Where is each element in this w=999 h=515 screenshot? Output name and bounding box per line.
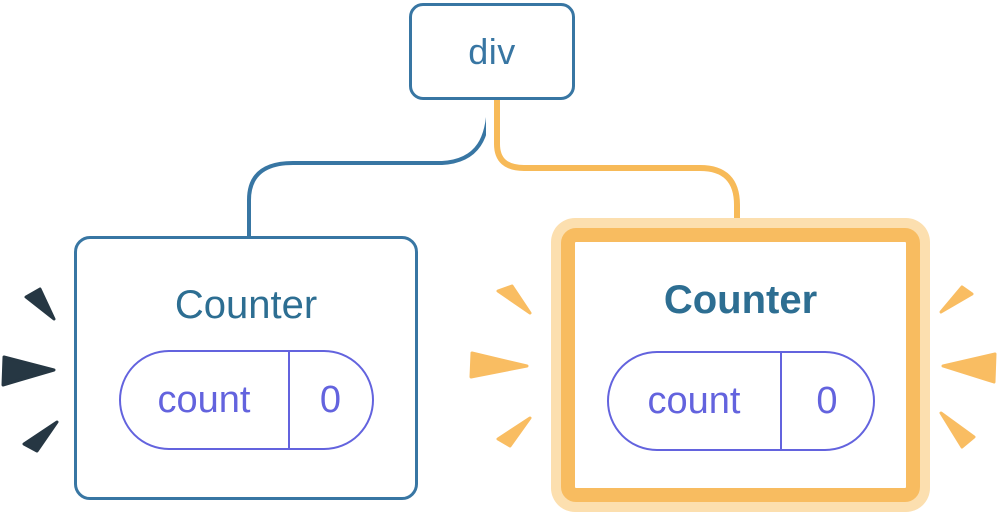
connector-casing	[486, 96, 748, 218]
counter-title: Counter	[174, 283, 318, 327]
sparkle-mark	[24, 287, 56, 321]
root-node-label: div	[468, 30, 516, 72]
state-value: 0	[319, 378, 342, 421]
sparkle-mark	[496, 284, 532, 315]
state-pill: count 0	[606, 351, 875, 451]
sparkle-mark	[469, 351, 529, 379]
state-pill: count 0	[118, 350, 374, 450]
sparkle-mark	[496, 416, 532, 448]
state-value: 0	[816, 379, 838, 422]
burst-sparkle-icon-left	[1, 287, 59, 453]
sparkle-mark	[22, 420, 59, 453]
sparkle-mark	[941, 352, 997, 384]
connector-line-left	[247, 99, 491, 240]
connector-line-right	[494, 96, 740, 236]
burst-sparkle-icon-middle	[469, 284, 532, 448]
sparkle-mark	[939, 411, 976, 449]
counter-card-right: Counter count 0	[551, 218, 930, 512]
state-key: count	[609, 353, 782, 449]
burst-sparkle-icon-right	[939, 285, 997, 449]
root-node: div	[409, 3, 575, 100]
state-key: count	[121, 352, 290, 448]
sparkle-mark	[939, 285, 974, 314]
counter-title: Counter	[663, 278, 818, 322]
sparkle-mark	[1, 355, 56, 387]
highlight-border: Counter count 0	[561, 228, 920, 502]
counter-card-left: Counter count 0	[74, 236, 418, 500]
